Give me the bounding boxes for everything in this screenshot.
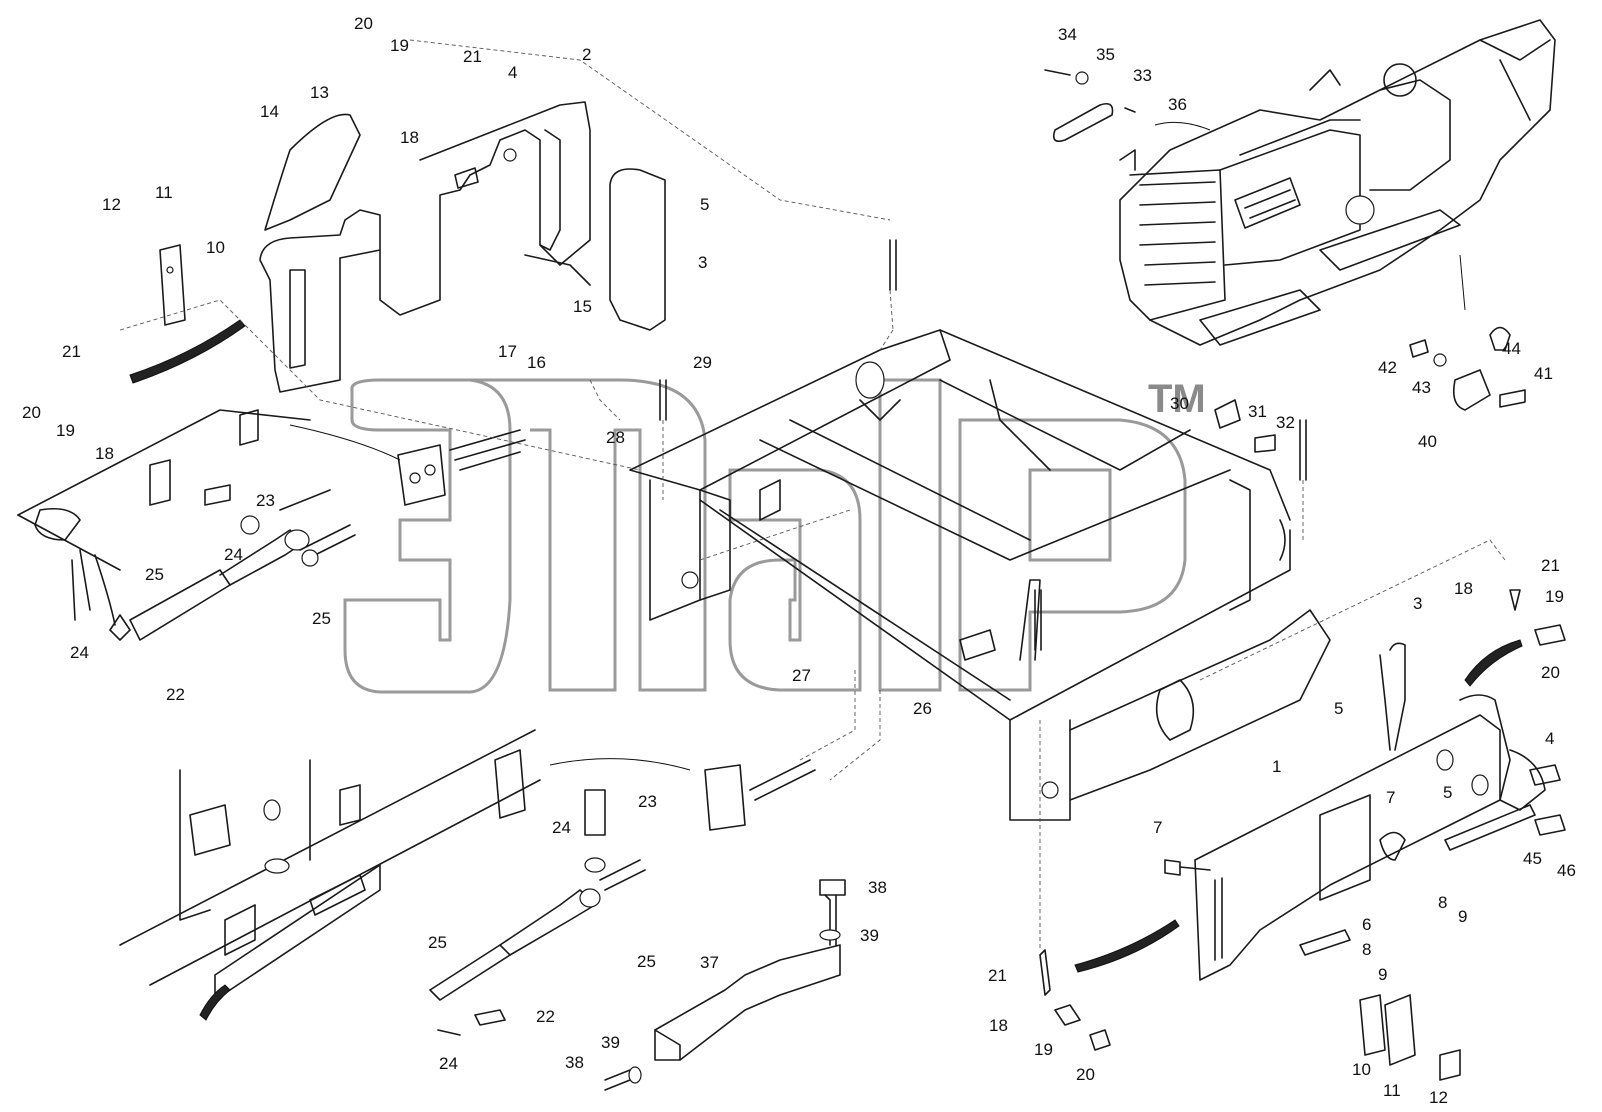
callout: 16 <box>527 353 546 372</box>
callout: 31 <box>1248 402 1267 421</box>
callout: 7 <box>1153 818 1162 837</box>
callout: 15 <box>573 297 592 316</box>
callout: 36 <box>1168 95 1187 114</box>
callout: 38 <box>868 878 887 897</box>
callout: 18 <box>400 128 419 147</box>
callout: 25 <box>312 609 331 628</box>
callout: 13 <box>310 83 329 102</box>
callout: 3 <box>698 253 707 272</box>
callout: 41 <box>1534 364 1553 383</box>
callout: 18 <box>1454 579 1473 598</box>
callout: 46 <box>1557 861 1576 880</box>
callout: 7 <box>1386 788 1395 807</box>
callout: 22 <box>166 685 185 704</box>
callout: 21 <box>988 966 1007 985</box>
callout: 39 <box>601 1033 620 1052</box>
callout: 40 <box>1418 432 1437 451</box>
lower-latch-assembly <box>1039 949 1111 1051</box>
callout: 4 <box>1545 729 1554 748</box>
callout: 9 <box>1458 907 1467 926</box>
callout: 8 <box>1362 940 1371 959</box>
callout: 29 <box>693 353 712 372</box>
callout: 38 <box>565 1053 584 1072</box>
callout: 19 <box>1034 1040 1053 1059</box>
callout: 21 <box>463 47 482 66</box>
callout: 28 <box>606 428 625 447</box>
callout: 35 <box>1096 45 1115 64</box>
callout: 20 <box>22 403 41 422</box>
callout: 22 <box>536 1007 555 1026</box>
callout: 14 <box>260 102 279 121</box>
callout: 11 <box>155 183 173 202</box>
callout: 20 <box>1541 663 1560 682</box>
outline-leaders <box>119 39 1506 681</box>
bracket-37-assembly <box>604 879 846 1091</box>
callout-labels: 20 19 21 4 2 13 14 12 11 10 5 3 15 17 16… <box>22 14 1576 1107</box>
callout: 8 <box>1438 893 1447 912</box>
callout: 23 <box>256 491 275 510</box>
callout: 43 <box>1412 378 1431 397</box>
callout: 5 <box>700 195 709 214</box>
callout: 25 <box>428 933 447 952</box>
left-gas-spring-assembly <box>17 319 526 641</box>
callout: 12 <box>1429 1088 1448 1107</box>
callout: 19 <box>1545 587 1564 606</box>
right-panel-assembly <box>1074 589 1566 1081</box>
callout: 44 <box>1502 339 1521 358</box>
callout: 24 <box>439 1054 458 1073</box>
callout: 26 <box>913 699 932 718</box>
callout: 21 <box>62 342 81 361</box>
callout: 30 <box>1170 394 1189 413</box>
callout: 4 <box>508 63 517 82</box>
machine-side-parts <box>1044 69 1526 453</box>
callout: 24 <box>70 643 89 662</box>
callout: 19 <box>56 421 75 440</box>
callout: 25 <box>637 952 656 971</box>
callout: 18 <box>95 444 114 463</box>
callout: 24 <box>552 818 571 837</box>
callout: 39 <box>860 926 879 945</box>
lift-pins <box>659 239 1307 950</box>
callout: 3 <box>1413 594 1422 613</box>
callout: 18 <box>989 1016 1008 1035</box>
watermark-logo: TM <box>343 377 1206 694</box>
callout: 27 <box>792 666 811 685</box>
callout: 19 <box>390 36 409 55</box>
callout: 23 <box>638 792 657 811</box>
callout: 9 <box>1378 965 1387 984</box>
callout: 1 <box>1272 757 1281 776</box>
callout: 33 <box>1133 66 1152 85</box>
callout: 20 <box>354 14 373 33</box>
callout: 37 <box>700 953 719 972</box>
callout: 12 <box>102 195 121 214</box>
callout: 2 <box>582 45 591 64</box>
callout: 11 <box>1383 1081 1401 1100</box>
callout: 5 <box>1334 699 1343 718</box>
callout: 20 <box>1076 1065 1095 1084</box>
callout: 10 <box>206 238 225 257</box>
callout: 17 <box>498 342 517 361</box>
callout: 5 <box>1443 783 1452 802</box>
callout: 34 <box>1058 25 1077 44</box>
callout: 21 <box>1541 556 1560 575</box>
callout: 42 <box>1378 358 1397 377</box>
main-frame <box>629 329 1331 821</box>
callout: 6 <box>1362 915 1371 934</box>
callout: 10 <box>1352 1060 1371 1079</box>
callout: 24 <box>224 545 243 564</box>
machine-illustration <box>1119 19 1556 346</box>
callout: 32 <box>1276 413 1295 432</box>
lower-left-assembly <box>119 729 816 1036</box>
upper-left-panel <box>159 101 666 393</box>
callout: 45 <box>1523 849 1542 868</box>
callout: 25 <box>145 565 164 584</box>
trademark-mark: TM <box>1148 377 1206 421</box>
